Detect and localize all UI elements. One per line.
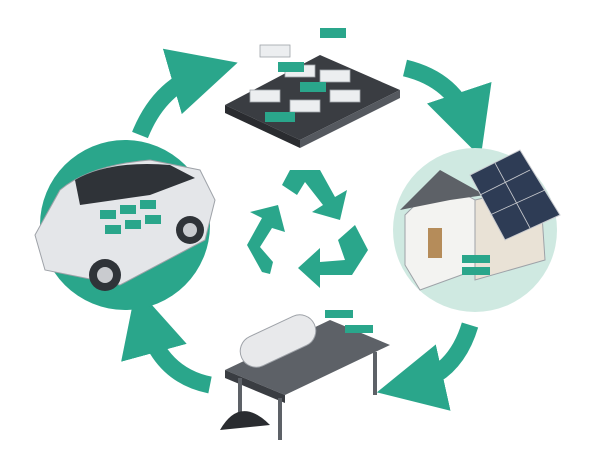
recycle-icon xyxy=(247,170,368,288)
recycling-conveyor xyxy=(220,310,390,440)
battery-pack xyxy=(225,28,400,148)
solar-house xyxy=(393,148,561,312)
electric-car xyxy=(34,140,216,310)
cycle-arrow-icon xyxy=(121,48,492,411)
